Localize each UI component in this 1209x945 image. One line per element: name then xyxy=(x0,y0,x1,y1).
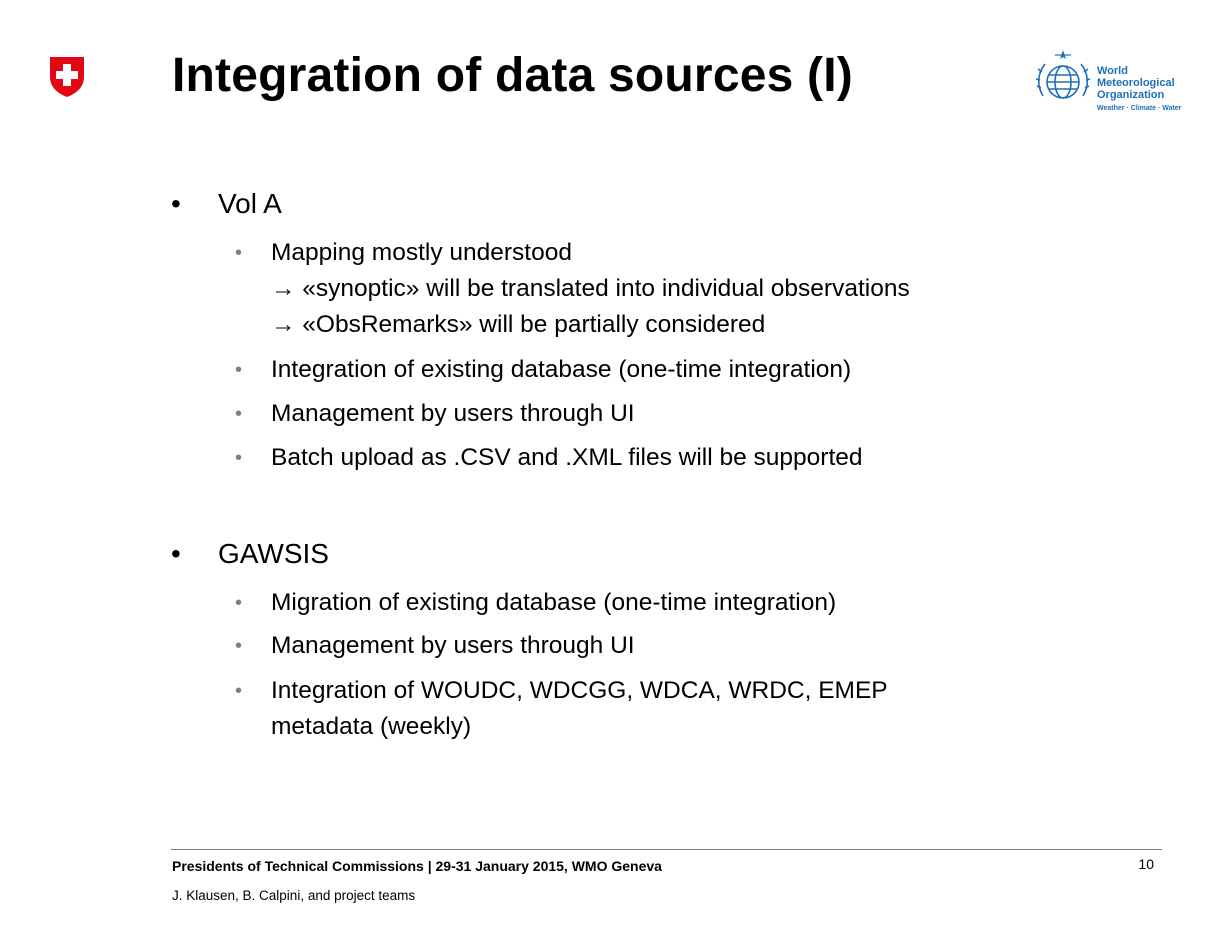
sub-bullet-icon: • xyxy=(235,359,243,381)
list-item: • Batch upload as .CSV and .XML files wi… xyxy=(235,440,863,476)
list-item-line: metadata (weekly) xyxy=(271,713,472,740)
list-item-line: Integration of existing database (one-ti… xyxy=(271,356,852,383)
list-item-line: Integration of WOUDC, WDCGG, WDCA, WRDC,… xyxy=(271,677,888,704)
list-item: • Management by users through UI xyxy=(235,396,635,432)
sub-bullet-icon: • xyxy=(235,635,243,657)
swiss-cross-shield-icon xyxy=(50,57,84,97)
list-item-line: → «ObsRemarks» will be partially conside… xyxy=(271,311,766,338)
list-item: • Management by users through UI xyxy=(235,628,635,664)
list-item-line: Management by users through UI xyxy=(271,400,635,427)
sub-bullet-icon: • xyxy=(235,242,243,264)
wmo-name-line-2: Meteorological xyxy=(1097,77,1175,89)
wmo-name-line-1: World xyxy=(1097,65,1128,77)
wmo-emblem-icon xyxy=(1035,50,1091,99)
wmo-name-line-3: Organization xyxy=(1097,89,1165,101)
slide-title: Integration of data sources (I) xyxy=(172,49,853,102)
footer-authors: J. Klausen, B. Calpini, and project team… xyxy=(172,888,416,903)
wmo-logo: World Meteorological Organization Weathe… xyxy=(1033,44,1189,116)
list-item: • Integration of WOUDC, WDCGG, WDCA, WRD… xyxy=(235,673,888,745)
section-heading: • GAWSIS xyxy=(171,538,329,570)
bullet-icon: • xyxy=(171,538,181,569)
list-item-line: Migration of existing database (one-time… xyxy=(271,589,837,616)
list-item: • Migration of existing database (one-ti… xyxy=(235,585,837,621)
footer-event: Presidents of Technical Commissions | 29… xyxy=(172,858,662,874)
bullet-icon: • xyxy=(171,188,181,219)
list-item-line: Batch upload as .CSV and .XML files will… xyxy=(271,444,863,471)
list-item: • Mapping mostly understood → «synoptic»… xyxy=(235,235,910,343)
wmo-tagline: Weather · Climate · Water xyxy=(1097,105,1182,112)
list-item-line: → «synoptic» will be translated into ind… xyxy=(271,275,910,302)
sub-bullet-icon: • xyxy=(235,403,243,425)
sub-bullet-icon: • xyxy=(235,680,243,702)
page-number: 10 xyxy=(1138,856,1154,872)
list-item: • Integration of existing database (one-… xyxy=(235,352,852,388)
list-item-line: Mapping mostly understood xyxy=(271,239,572,266)
footer-divider xyxy=(171,849,1162,850)
sub-bullet-icon: • xyxy=(235,592,243,614)
section-heading-text: Vol A xyxy=(218,188,282,219)
list-item-line: Management by users through UI xyxy=(271,632,635,659)
section-heading: • Vol A xyxy=(171,188,282,220)
sub-bullet-icon: • xyxy=(235,447,243,469)
section-heading-text: GAWSIS xyxy=(218,538,329,569)
